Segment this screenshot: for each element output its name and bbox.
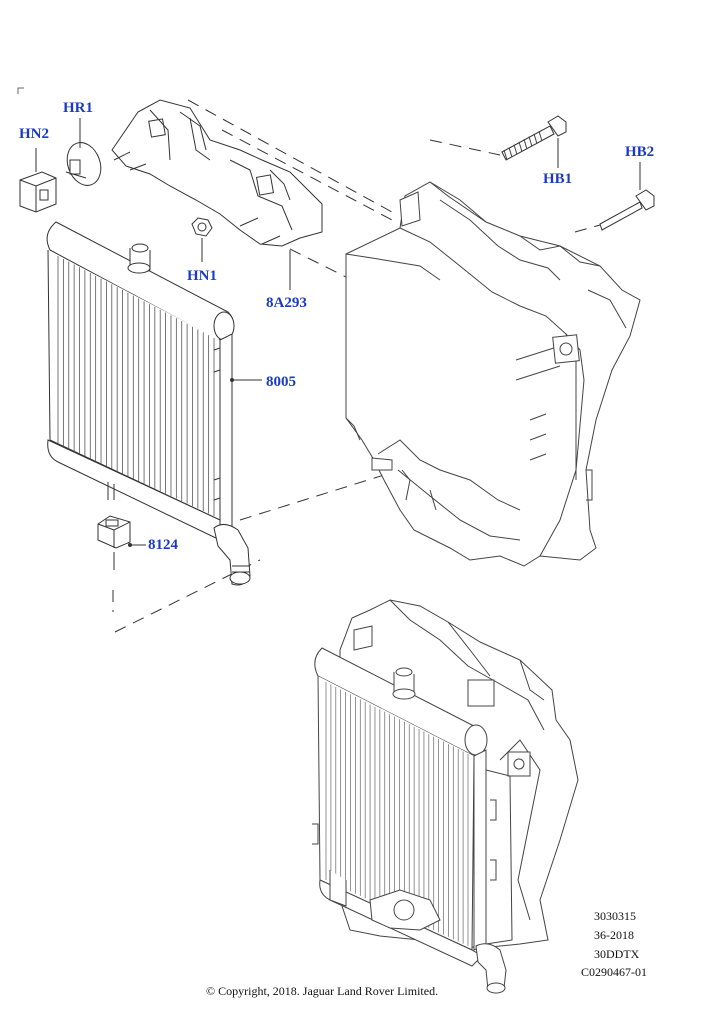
callout-8a293[interactable]: 8A293 xyxy=(266,295,307,311)
assembled-radiator-cowl xyxy=(312,599,579,994)
fan-cowl-exploded xyxy=(345,181,641,567)
hn1-nut xyxy=(191,217,213,262)
callout-8005[interactable]: 8005 xyxy=(266,374,296,390)
copyright-notice: © Copyright, 2018. Jaguar Land Rover Lim… xyxy=(206,984,439,998)
hr1-retainer xyxy=(65,118,102,186)
callout-hb1[interactable]: HB1 xyxy=(543,171,573,187)
reference-code-2: 36-2018 xyxy=(594,928,634,942)
callout-hn1[interactable]: HN1 xyxy=(187,268,217,284)
radiator-fins xyxy=(57,256,215,516)
reference-code-1: 3030315 xyxy=(594,909,636,923)
hb2-bolt xyxy=(599,162,655,231)
assembled-radiator-fins xyxy=(325,682,469,946)
hb1-bolt xyxy=(501,115,567,168)
callout-hn2[interactable]: HN2 xyxy=(19,126,49,142)
callout-8124[interactable]: 8124 xyxy=(148,537,178,553)
bracket-8a293 xyxy=(111,99,323,290)
radiator-8005 xyxy=(46,221,262,586)
mount-8124 xyxy=(97,515,146,570)
reference-code-3: 30DDTX xyxy=(594,947,640,961)
hn2-clip-nut xyxy=(19,148,57,213)
callout-hr1[interactable]: HR1 xyxy=(63,100,93,116)
reference-code-4: C0290467-01 xyxy=(581,965,647,979)
callout-hb2[interactable]: HB2 xyxy=(625,144,655,160)
